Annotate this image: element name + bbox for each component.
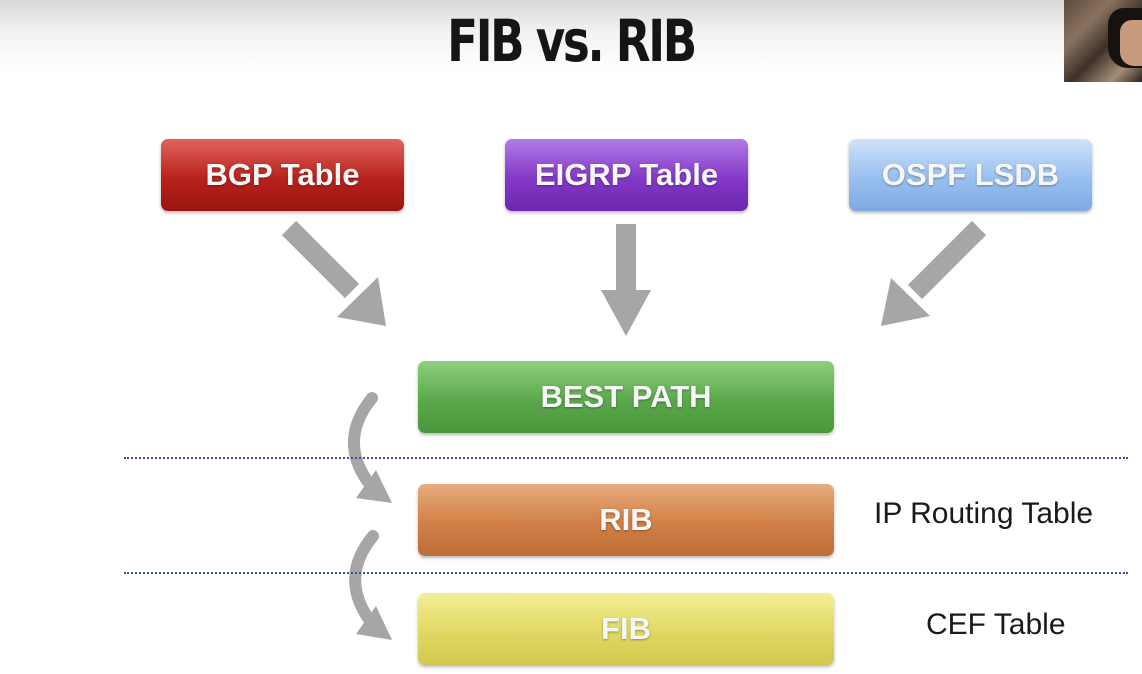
arrow-rib-to-fib [349, 530, 392, 640]
arrow-eigrp-to-best-path [601, 224, 651, 336]
eigrp-table-box: EIGRP Table [505, 139, 748, 211]
dotted-divider-upper [124, 457, 1128, 459]
arrow-ospf-to-best-path [881, 220, 987, 326]
best-path-box: BEST PATH [418, 361, 834, 433]
presenter-face [1120, 20, 1142, 66]
bgp-table-box: BGP Table [161, 139, 404, 211]
ospf-lsdb-box: OSPF LSDB [849, 139, 1092, 211]
cef-table-label: CEF Table [926, 608, 1066, 641]
dotted-divider-lower [124, 572, 1128, 574]
presenter-webcam-thumbnail [1064, 0, 1142, 82]
arrow-bgp-to-best-path [281, 220, 386, 326]
fib-box: FIB [418, 593, 834, 665]
title-bar-background [0, 0, 1142, 70]
rib-box: RIB [418, 484, 834, 556]
arrow-best-path-to-rib [348, 392, 392, 503]
ip-routing-table-label: IP Routing Table [874, 497, 1094, 530]
slide-title: FIB vs. RIB [447, 7, 697, 75]
